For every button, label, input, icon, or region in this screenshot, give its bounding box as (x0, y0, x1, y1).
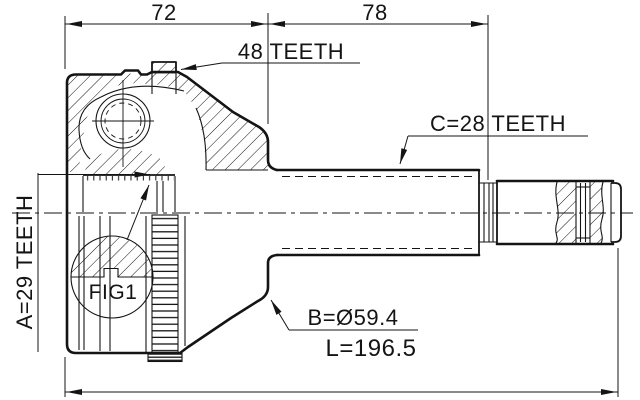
dimensions: 72 78 48 TEETH C=28 TEETH B=Ø59.4 L=196.… (12, 0, 619, 397)
leader-shaft-spline (399, 135, 409, 165)
dim-72-label: 72 (151, 0, 176, 25)
inner-race-hatch (83, 148, 170, 175)
leader-abs-ring (180, 62, 223, 71)
figure-leader-arrow (126, 184, 150, 241)
drive-shaft (275, 168, 622, 257)
figure-detail: FIG1 (70, 184, 154, 319)
track-arc-top (100, 85, 185, 98)
inner-spline-teeth-label: A=29 TEETH (12, 195, 37, 330)
dim-78-label: 78 (362, 0, 387, 25)
figure-label: FIG1 (89, 281, 138, 304)
snap-ring-groove (575, 182, 591, 243)
abs-tone-ring-teeth-band (147, 214, 183, 363)
bell-wall-hatch (98, 73, 268, 170)
breakout-hatch-right (590, 182, 604, 243)
leader-diameter (270, 299, 290, 331)
inner-race-spline-bore (82, 174, 176, 212)
shaft-spline-teeth-label: C=28 TEETH (430, 111, 566, 136)
figure-detail-hatch (71, 236, 153, 277)
break-line (600, 181, 604, 244)
breakout-hatch-left (555, 182, 576, 243)
shaft-neck-groove (479, 182, 497, 243)
shaft-spline-end (495, 179, 622, 246)
ball-bearing (92, 80, 154, 167)
outer-diameter-label: B=Ø59.4 (308, 305, 399, 330)
bell-left-wall-hatch (67, 74, 101, 172)
cage-mouth-arc (195, 107, 207, 171)
break-line (555, 181, 559, 244)
bell-outline (65, 69, 279, 355)
track-arc-left (78, 96, 102, 160)
overall-length-label: L=196.5 (326, 335, 417, 362)
shaft-tip (611, 182, 622, 243)
spline-tooth-profile (71, 267, 153, 278)
abs-ring-teeth-label: 48 TEETH (238, 39, 344, 64)
abs-tone-ring-section (151, 61, 177, 74)
